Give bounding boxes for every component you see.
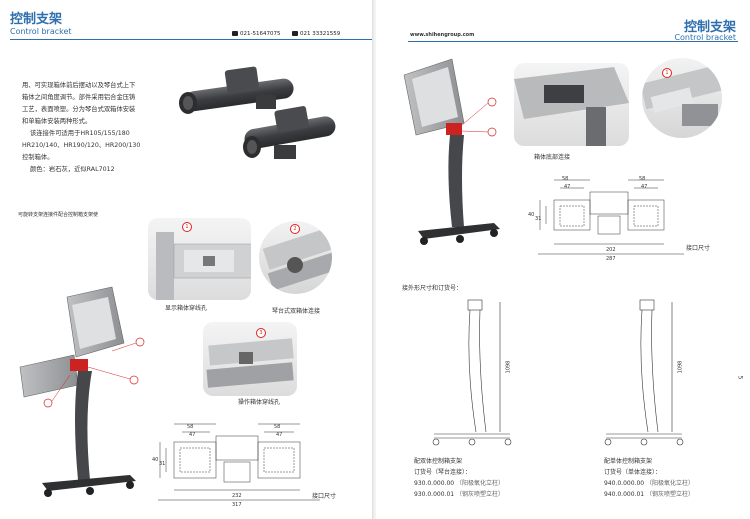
interface-dimension-drawing	[158, 423, 320, 501]
left-page: 控制支架 Control bracket 021-51647075 021 33…	[0, 0, 374, 519]
dim-287: 287	[606, 256, 616, 262]
interface-dimension-drawing-right	[538, 179, 684, 255]
interface-caption-left: 接口尺寸	[312, 493, 337, 500]
dim-58-b: 58	[639, 176, 646, 182]
connector-upper	[179, 66, 294, 114]
page-number: 5	[736, 375, 744, 380]
dim-31-r: 31	[535, 216, 542, 222]
page-title-cn: 控制支架	[10, 12, 63, 27]
dim-40: 40	[152, 457, 159, 463]
dim-height-2: 1098	[677, 360, 684, 374]
connector-product-photo	[179, 66, 336, 159]
dim-58-right: 58	[274, 424, 281, 430]
order-double-title: 配双体控制箱支架	[414, 458, 463, 465]
order-single-title: 配单体控制箱支架	[604, 458, 653, 465]
detail-photo-3	[203, 322, 297, 396]
detail-photo-1	[148, 218, 251, 300]
website: www.shihengroup.com	[410, 32, 475, 38]
detail-photo-right	[642, 58, 722, 138]
order-double-label: 订货号（琴台连接）：	[414, 469, 472, 476]
dim-232: 232	[232, 493, 242, 499]
order-double: 配双体控制箱支架 订货号（琴台连接）： 930.0.000.00 （阳极氧化立柱…	[414, 456, 504, 500]
stand-double-photo	[19, 286, 145, 497]
phone-1: 021-51647075	[232, 31, 280, 37]
intro-text: 用、可实现箱体前后摆动以及琴台式上下 箱体之间角度调节。部件采用铝合金压铸 工艺…	[22, 82, 141, 173]
callout-1-marker-right: 1	[662, 68, 672, 78]
detail1-caption: 显示箱体穿线孔	[165, 305, 208, 312]
bottom-connect-photo	[514, 63, 629, 146]
page-title-en-right: Control bracket	[674, 33, 736, 42]
page-title-cn-right: 控制支架	[683, 20, 736, 35]
dim-317: 317	[232, 502, 242, 508]
dim-47-a: 47	[564, 184, 571, 190]
small-note: 可旋转支架连接件配合控制箱支架使	[18, 212, 99, 218]
connector-red	[446, 123, 462, 135]
interface-caption-right: 接口尺寸	[686, 245, 711, 252]
order-single-item-2: 940.0.000.01 （钢灰喷塑立柱）	[604, 491, 695, 498]
stand-column	[448, 135, 464, 227]
dim-47-left: 47	[189, 432, 196, 438]
phone-icon	[232, 31, 238, 36]
stand-line-drawing-double	[432, 299, 512, 446]
dim-47-b: 47	[641, 184, 648, 190]
stand-column	[75, 371, 92, 480]
order-double-item-2: 930.0.000.01 （钢灰喷塑立柱）	[414, 491, 505, 498]
connector-lower	[243, 106, 336, 159]
detail2-caption: 琴台式双箱体连接	[272, 308, 321, 315]
order-double-item-1: 930.0.000.00 （阳极氧化立柱）	[414, 480, 505, 487]
dim-58-a: 58	[562, 176, 569, 182]
callout-3-marker: 3	[256, 328, 266, 338]
dim-height-1: 1098	[505, 360, 512, 374]
page-title-en: Control bracket	[10, 27, 72, 36]
dim-58-left: 58	[187, 424, 194, 430]
stand-base	[42, 475, 136, 491]
dim-31: 31	[159, 461, 166, 467]
bottom-connect-caption: 箱体底部连接	[534, 154, 571, 161]
stand-single-photo	[403, 58, 500, 245]
phone-icon	[292, 31, 298, 36]
right-page: 控制支架 Control bracket www.shihengroup.com…	[376, 0, 750, 519]
header-rule	[10, 39, 372, 40]
phone-2: 021 33321559	[292, 31, 340, 37]
stand-line-drawing-single	[604, 299, 684, 446]
callout-2-marker: 2	[290, 224, 300, 234]
overall-caption: 接外形尺寸和订货号：	[402, 285, 463, 292]
detail3-caption: 操作箱体穿线孔	[238, 399, 281, 406]
page-gutter	[372, 0, 378, 519]
order-single-label: 订货号（单体连接）：	[604, 469, 662, 476]
order-single-item-1: 940.0.000.00 （阳极氧化立柱）	[604, 480, 695, 487]
stand-base	[418, 223, 500, 239]
header-rule-right	[408, 41, 738, 42]
callout-1-marker: 1	[182, 222, 192, 232]
dim-202: 202	[606, 247, 616, 253]
dim-47-right: 47	[276, 432, 283, 438]
connector-red	[70, 359, 88, 371]
dim-40-r: 40	[528, 212, 535, 218]
order-single: 配单体控制箱支架 订货号（单体连接）： 940.0.000.00 （阳极氧化立柱…	[604, 456, 694, 500]
